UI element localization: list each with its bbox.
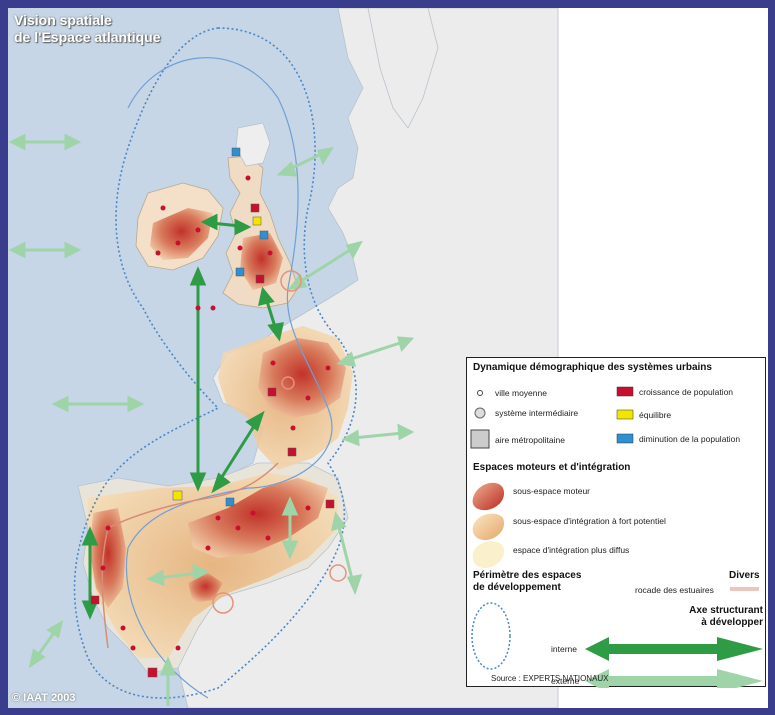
axes-internal xyxy=(81,213,284,620)
legend-label-equilibre: équilibre xyxy=(639,410,672,420)
engine-space-portugal xyxy=(90,508,126,608)
legend-section-perimetre: Périmètre des espaces de développement xyxy=(473,570,581,594)
medium-towns xyxy=(100,175,331,651)
legend-label-diffus: espace d'intégration plus diffus xyxy=(513,545,630,555)
legend-shape-moteur xyxy=(472,482,505,511)
legend-swatch-diminution xyxy=(616,433,634,444)
legend-label-integration: sous-espace d'intégration à fort potenti… xyxy=(513,516,666,526)
legend-shape-diffus xyxy=(472,541,505,569)
legend-ring-intermediaire xyxy=(474,407,486,419)
map-title-line2: de l'Espace atlantique xyxy=(14,29,161,45)
engine-space-spain xyxy=(188,478,328,558)
legend: Dynamique démographique des systèmes urb… xyxy=(466,357,766,688)
engine-space-ireland xyxy=(150,208,213,260)
legend-section-demographie: Dynamique démographique des systèmes urb… xyxy=(473,362,712,373)
legend-label-externe: externe xyxy=(551,676,580,686)
legend-swatch-croissance xyxy=(616,386,634,397)
legend-label-croissance: croissance de population xyxy=(639,387,734,397)
legend-axe-line2: à développer xyxy=(701,617,763,628)
legend-label-metro: aire métropolitaine xyxy=(495,435,565,445)
legend-source: Source : EXPERTS NATIONAUX xyxy=(491,674,609,683)
legend-section-axe: Axe structurant à développer xyxy=(679,605,763,629)
perimeter-outer xyxy=(73,27,357,699)
rocade-estuaires xyxy=(101,462,279,649)
intermediate-systems xyxy=(212,270,347,614)
engine-space-andalusia xyxy=(188,573,223,603)
axes-external xyxy=(8,133,415,706)
legend-swatch-equilibre xyxy=(616,409,634,420)
map-title: Vision spatiale de l'Espace atlantique xyxy=(14,12,161,46)
legend-label-moteur: sous-espace moteur xyxy=(513,486,591,496)
map-panel[interactable]: Vision spatiale de l'Espace atlantique ©… xyxy=(8,8,768,708)
legend-label-diminution: diminution de la population xyxy=(639,434,741,444)
metropolitan-areas xyxy=(90,147,335,678)
legend-symbols xyxy=(470,386,763,688)
legend-label-interne: interne xyxy=(551,644,577,654)
legend-dot-ville xyxy=(477,390,483,396)
copyright: © IAAT 2003 xyxy=(12,692,76,704)
legend-perimetre xyxy=(471,602,511,670)
legend-perimetre-line2: de développement xyxy=(473,582,561,593)
legend-label-intermediaire: système intermédiaire xyxy=(495,408,579,418)
legend-section-divers: Divers xyxy=(729,570,760,581)
legend-label-ville: ville moyenne xyxy=(495,388,547,398)
perimeter-inner xyxy=(126,57,333,699)
engine-space-britain xyxy=(240,233,283,290)
legend-label-rocade: rocade des estuaires xyxy=(635,585,714,595)
legend-section-espaces: Espaces moteurs et d'intégration xyxy=(473,462,631,473)
scandinavia xyxy=(367,8,439,129)
map-title-line1: Vision spatiale xyxy=(14,12,112,28)
legend-axe-line1: Axe structurant xyxy=(689,605,763,616)
legend-square-metro xyxy=(470,429,490,449)
legend-arrow-externe xyxy=(585,669,763,688)
legend-perimetre-line1: Périmètre des espaces xyxy=(473,570,582,581)
legend-shape-integration xyxy=(472,513,505,541)
legend-arrow-interne xyxy=(585,637,763,661)
